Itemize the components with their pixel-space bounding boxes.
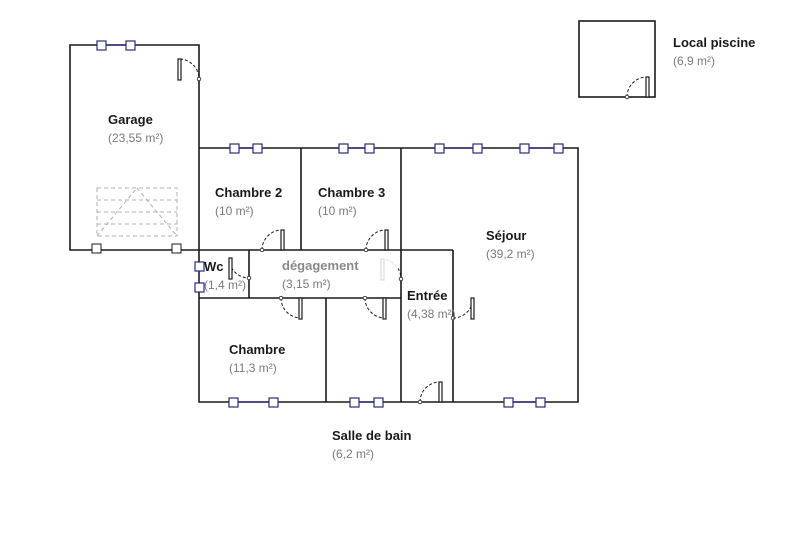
room-area-degagement: (3,15 m²) bbox=[282, 277, 331, 291]
room-area-chambre: (11,3 m²) bbox=[229, 361, 277, 375]
room-area-wc: (1,4 m²) bbox=[204, 278, 246, 292]
room-area-chambre3: (10 m²) bbox=[318, 204, 357, 218]
window-sejour-south bbox=[503, 397, 546, 408]
window-garage bbox=[96, 40, 136, 51]
window-sejour-1 bbox=[434, 143, 483, 154]
degagement-label-backdrop bbox=[252, 252, 398, 296]
room-name-salle-de-bain: Salle de bain bbox=[332, 428, 412, 443]
door-salle-de-bain bbox=[362, 295, 387, 320]
room-area-sejour: (39,2 m²) bbox=[486, 247, 535, 261]
garage-post-right bbox=[171, 243, 182, 254]
door-chambre3 bbox=[363, 229, 389, 253]
room-area-local-piscine: (6,9 m²) bbox=[673, 54, 715, 68]
room-name-degagement: dégagement bbox=[282, 258, 359, 273]
room-name-chambre: Chambre bbox=[229, 342, 285, 357]
door-local-piscine bbox=[624, 76, 650, 100]
door-entree-front bbox=[417, 381, 443, 405]
door-chambre bbox=[278, 295, 303, 320]
walls bbox=[69, 20, 656, 403]
garage-stair bbox=[96, 187, 178, 237]
room-area-salle-de-bain: (6,2 m²) bbox=[332, 447, 374, 461]
garage-post-left bbox=[91, 243, 102, 254]
room-area-entree: (4,38 m²) bbox=[407, 307, 456, 321]
room-name-entree: Entrée bbox=[407, 288, 447, 303]
room-name-sejour: Séjour bbox=[486, 228, 526, 243]
door-entree-sejour bbox=[450, 297, 475, 321]
room-name-wc: Wc bbox=[204, 259, 224, 274]
window-sejour-2 bbox=[519, 143, 564, 154]
local-piscine-walls bbox=[578, 20, 656, 98]
room-name-garage: Garage bbox=[108, 112, 153, 127]
room-name-chambre3: Chambre 3 bbox=[318, 185, 385, 200]
window-salle-de-bain bbox=[349, 397, 384, 408]
window-chambre2 bbox=[229, 143, 263, 154]
door-chambre2 bbox=[259, 229, 285, 253]
room-name-local-piscine: Local piscine bbox=[673, 35, 755, 50]
garage-walls bbox=[69, 44, 200, 251]
door-wc bbox=[228, 257, 252, 281]
window-chambre3 bbox=[338, 143, 375, 154]
room-area-chambre2: (10 m²) bbox=[215, 204, 254, 218]
window-chambre bbox=[228, 397, 279, 408]
door-garage bbox=[177, 58, 202, 82]
window-wc bbox=[194, 261, 205, 293]
room-area-garage: (23,55 m²) bbox=[108, 131, 163, 145]
room-name-chambre2: Chambre 2 bbox=[215, 185, 282, 200]
